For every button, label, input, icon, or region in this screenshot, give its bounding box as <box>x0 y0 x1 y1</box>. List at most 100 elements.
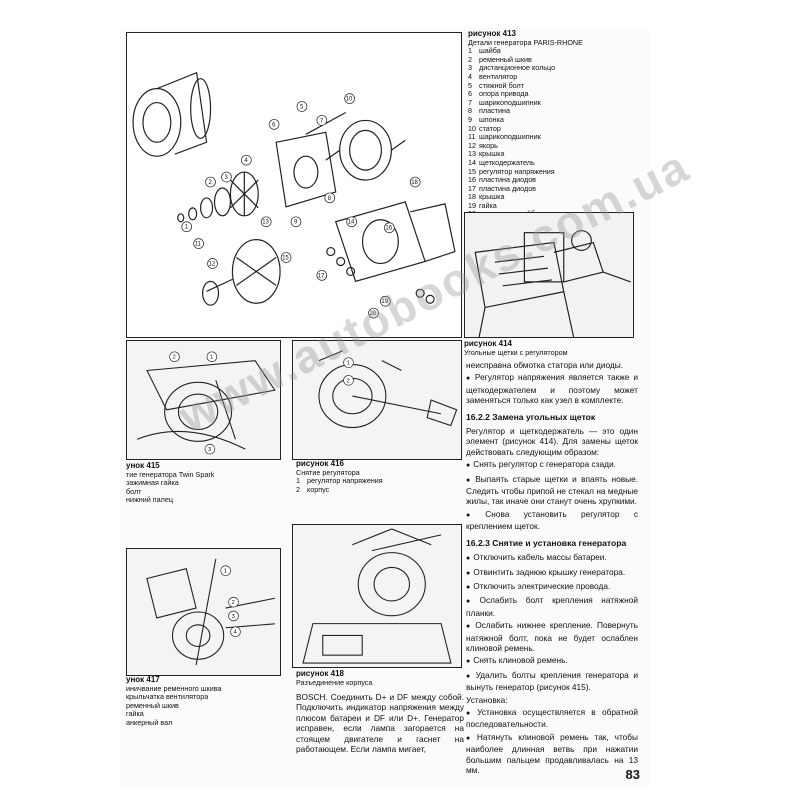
figure-414-caption: рисунок 414 Угольные щетки с регулятором <box>464 339 644 357</box>
figure-415-legend: зажимная гайка болт нижний палец <box>126 479 286 505</box>
callout-1: 1 <box>220 565 231 576</box>
bullet: Ослабить болт крепления натяжной планки. <box>466 595 638 618</box>
callout-1: 1 <box>206 351 218 362</box>
right-column-text: неисправна обмотка статора или диоды. Ре… <box>466 360 638 777</box>
figure-417-title: унок 417 <box>126 675 160 684</box>
svg-text:12: 12 <box>209 261 216 267</box>
figure-414-photo <box>464 212 634 338</box>
svg-text:4: 4 <box>234 630 238 636</box>
callout-19: 19 <box>380 295 391 307</box>
svg-text:3: 3 <box>224 175 228 181</box>
svg-text:4: 4 <box>244 158 248 164</box>
alternator-mounting-drawing: 2 1 3 <box>127 341 280 459</box>
callout-2: 2 <box>343 375 354 386</box>
callout-18: 18 <box>409 176 421 188</box>
legend-item: анкерный вал <box>126 717 173 727</box>
callout-1: 1 <box>181 221 193 233</box>
figure-417-caption: унок 417 иничвание ременного шкива крыль… <box>126 675 286 728</box>
svg-text:1: 1 <box>347 361 350 367</box>
callout-11: 11 <box>193 238 204 249</box>
bullet: Установка осуществляется в обратной посл… <box>466 707 638 730</box>
svg-text:19: 19 <box>381 299 388 305</box>
paragraph: Регулятор и щеткодержатель — это один эл… <box>466 426 638 457</box>
callout-1: 1 <box>343 357 354 368</box>
housing-separation-drawing <box>293 525 461 667</box>
section-heading: 16.2.2 Замена угольных щеток <box>466 411 596 422</box>
callout-9: 9 <box>290 216 302 228</box>
svg-text:16: 16 <box>385 226 392 232</box>
svg-text:6: 6 <box>272 122 276 128</box>
callout-4: 4 <box>240 154 252 166</box>
callout-5: 5 <box>296 101 308 112</box>
figure-416-photo: 1 2 <box>292 340 462 460</box>
callout-3: 3 <box>228 610 239 622</box>
callout-14: 14 <box>346 216 357 228</box>
bullet: Удалить болты крепления генератора и вын… <box>466 670 638 693</box>
callout-3: 3 <box>221 171 232 183</box>
alternator-exploded-drawing: 1 2 3 4 5 6 7 8 9 10 11 12 13 14 15 16 1… <box>132 71 456 319</box>
bullet: Ослабить нижнее крепление. Повернуть нат… <box>466 620 638 653</box>
svg-text:13: 13 <box>262 220 269 226</box>
legend-item: ременный шкив <box>126 700 179 710</box>
svg-text:18: 18 <box>411 180 418 186</box>
figure-413-exploded-view: 1 2 3 4 5 6 7 8 9 10 11 12 13 14 15 16 1… <box>126 32 462 338</box>
svg-text:14: 14 <box>348 220 355 226</box>
figure-416-subtitle: Снятие регулятора <box>296 467 360 477</box>
svg-text:5: 5 <box>300 105 304 111</box>
figure-417-photo: 1 2 3 4 <box>126 548 281 676</box>
legend-item: гайка <box>126 709 144 719</box>
callout-2: 2 <box>228 596 239 608</box>
svg-text:7: 7 <box>320 118 324 124</box>
callout-17: 17 <box>316 270 328 281</box>
callout-13: 13 <box>260 216 272 228</box>
section-heading: 16.2.3 Снятие и установка генератора <box>466 537 627 548</box>
callout-2: 2 <box>205 176 216 188</box>
figure-413-title: рисунок 413 <box>468 29 516 38</box>
svg-text:1: 1 <box>185 225 189 231</box>
legend-item: болт <box>126 486 142 496</box>
svg-text:2: 2 <box>347 378 350 384</box>
svg-text:1: 1 <box>210 355 213 361</box>
svg-text:17: 17 <box>318 273 325 279</box>
bullet: Регулятор напряжения является также и ще… <box>466 372 638 405</box>
figure-415-photo: 2 1 3 <box>126 340 281 460</box>
callout-20: 20 <box>368 307 379 319</box>
figure-415-title: унок 415 <box>126 461 160 470</box>
figure-418-photo <box>292 524 462 668</box>
figure-418-caption: рисунок 418 Разъединение корпуса <box>296 669 456 687</box>
svg-text:1: 1 <box>224 569 227 575</box>
figure-414-title: рисунок 414 <box>464 339 512 348</box>
svg-text:8: 8 <box>328 196 332 202</box>
paragraph: неисправна обмотка статора или диоды. <box>466 360 624 370</box>
legend-item: нижний палец <box>126 495 173 505</box>
callout-3: 3 <box>204 443 216 455</box>
figure-413-caption: рисунок 413 Детали генератора PARIS-RHON… <box>468 29 648 219</box>
figure-418-title: рисунок 418 <box>296 669 344 678</box>
figure-417-legend: крыльчатка вентилятора ременный шкив гай… <box>126 693 286 727</box>
svg-text:2: 2 <box>209 180 213 186</box>
svg-text:3: 3 <box>208 447 212 453</box>
callout-16: 16 <box>384 222 395 234</box>
regulator-removal-drawing: 1 2 <box>293 341 461 459</box>
page-number: 83 <box>625 767 640 782</box>
callout-12: 12 <box>207 258 218 269</box>
